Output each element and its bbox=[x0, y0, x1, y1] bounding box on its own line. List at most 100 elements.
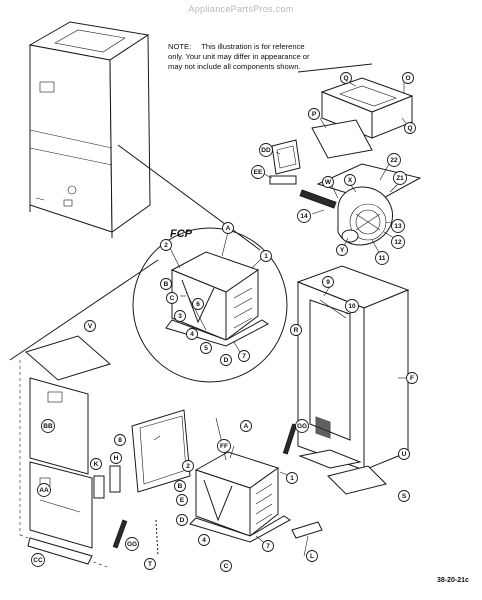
callout-top-11: 11 bbox=[375, 251, 389, 265]
callout-inset-1: 1 bbox=[260, 250, 272, 262]
callout-label: CC bbox=[33, 557, 43, 564]
callout-lower-ff: FF bbox=[217, 439, 231, 453]
callout-label: Y bbox=[340, 247, 345, 254]
drain-part-gg-lower-illustration bbox=[112, 519, 128, 549]
callout-lower-2: 2 bbox=[182, 460, 194, 472]
callout-cabinet-f: F bbox=[406, 372, 418, 384]
callout-label: X bbox=[348, 177, 353, 184]
callout-inset-4: 4 bbox=[186, 328, 198, 340]
callout-top-x: X bbox=[344, 174, 356, 186]
callout-label: FF bbox=[220, 443, 228, 450]
callout-label: C bbox=[224, 563, 229, 570]
callout-lower-8: 8 bbox=[114, 434, 126, 446]
callout-lower-e: E bbox=[176, 494, 188, 506]
callout-top-13: 13 bbox=[391, 219, 405, 233]
bracket-k-illustration bbox=[93, 475, 105, 499]
callout-label: H bbox=[114, 455, 119, 462]
lower-cabinet-illustration bbox=[27, 377, 93, 565]
callout-lower-l: L bbox=[306, 550, 318, 562]
callout-top-y: Y bbox=[336, 244, 348, 256]
callout-top-22: 22 bbox=[387, 153, 401, 167]
watermark: AppliancePartsPros.com bbox=[188, 4, 294, 14]
callout-label: BB bbox=[43, 423, 53, 430]
bracket-h-illustration bbox=[109, 465, 121, 493]
callout-lower-a: A bbox=[240, 420, 252, 432]
callout-label: AA bbox=[39, 487, 49, 494]
callout-label: D bbox=[224, 357, 229, 364]
callout-cabinet-s: S bbox=[398, 490, 410, 502]
callout-inset-5: 5 bbox=[200, 342, 212, 354]
callout-label: GG bbox=[127, 541, 137, 548]
plate-l-illustration bbox=[291, 521, 323, 539]
callout-label: 10 bbox=[348, 303, 356, 310]
callout-lower-b: B bbox=[174, 480, 186, 492]
callout-label: P bbox=[312, 111, 317, 118]
explode-line-top bbox=[297, 63, 373, 73]
callout-label: 13 bbox=[394, 223, 402, 230]
callout-label: T bbox=[148, 561, 152, 568]
callout-inset-d: D bbox=[220, 354, 232, 366]
callout-inset-6: 6 bbox=[192, 298, 204, 310]
callout-cabinet-u: U bbox=[398, 448, 410, 460]
callout-label: 4 bbox=[190, 331, 194, 338]
callout-label: 22 bbox=[390, 157, 398, 164]
lower-coil-illustration bbox=[189, 451, 291, 543]
filter-panel-illustration bbox=[131, 409, 191, 493]
callout-label: 12 bbox=[394, 239, 402, 246]
callout-lower-c: C bbox=[220, 560, 232, 572]
callout-label: 5 bbox=[204, 345, 208, 352]
callout-label: EE bbox=[254, 169, 263, 176]
callout-label: E bbox=[180, 497, 185, 504]
filter-door-illustration bbox=[269, 139, 301, 185]
callout-label: A bbox=[244, 423, 249, 430]
callout-cabinet-r: R bbox=[290, 324, 302, 336]
drawing-number: 38-20-21c bbox=[437, 577, 469, 584]
callout-label: 6 bbox=[196, 301, 200, 308]
callout-lower-t: T bbox=[144, 558, 156, 570]
callout-top-o: O bbox=[402, 72, 414, 84]
callout-label: C bbox=[170, 295, 175, 302]
callout-lower-v: V bbox=[84, 320, 96, 332]
callout-label: 7 bbox=[242, 353, 246, 360]
callout-lower-gg: GG bbox=[125, 537, 139, 551]
callout-label: GG bbox=[297, 423, 307, 430]
note-label: NOTE: bbox=[168, 42, 192, 51]
callout-cabinet-10: 10 bbox=[345, 299, 359, 313]
callout-lower-4: 4 bbox=[198, 534, 210, 546]
callout-label: 7 bbox=[266, 543, 270, 550]
callout-lower-k: K bbox=[90, 458, 102, 470]
callout-label: B bbox=[178, 483, 183, 490]
explode-line-left bbox=[9, 259, 159, 361]
callout-label: V bbox=[88, 323, 93, 330]
drain-part-gg-illustration bbox=[282, 423, 298, 455]
callout-top-14: 14 bbox=[297, 209, 311, 223]
callout-top-q: Q bbox=[404, 122, 416, 134]
top-cover-illustration bbox=[24, 335, 112, 381]
callout-label: 4 bbox=[202, 537, 206, 544]
callout-top-dd: DD bbox=[259, 143, 273, 157]
callout-lower-d: D bbox=[176, 514, 188, 526]
callout-label: 9 bbox=[326, 279, 330, 286]
callout-lower-7: 7 bbox=[262, 540, 274, 552]
callout-top-z1: Z1 bbox=[393, 171, 407, 185]
callout-top-p: P bbox=[308, 108, 320, 120]
assembled-unit-illustration bbox=[28, 21, 151, 238]
note-text: This illustration is for reference only.… bbox=[168, 42, 310, 71]
callout-label: 2 bbox=[186, 463, 190, 470]
callout-cabinet-9: 9 bbox=[322, 276, 334, 288]
callout-lower-cc: CC bbox=[31, 553, 45, 567]
callout-lower-h: H bbox=[110, 452, 122, 464]
callout-label: 8 bbox=[118, 437, 122, 444]
callout-label: 1 bbox=[264, 253, 268, 260]
callout-label: 14 bbox=[300, 213, 308, 220]
callout-lower-bb: BB bbox=[41, 419, 55, 433]
callout-inset-3: 3 bbox=[174, 310, 186, 322]
callout-label: R bbox=[294, 327, 299, 334]
callout-label: Z1 bbox=[396, 175, 404, 182]
reference-note: NOTE:This illustration is for reference … bbox=[168, 42, 318, 71]
callout-label: DD bbox=[261, 147, 271, 154]
callout-top-ee: EE bbox=[251, 165, 265, 179]
